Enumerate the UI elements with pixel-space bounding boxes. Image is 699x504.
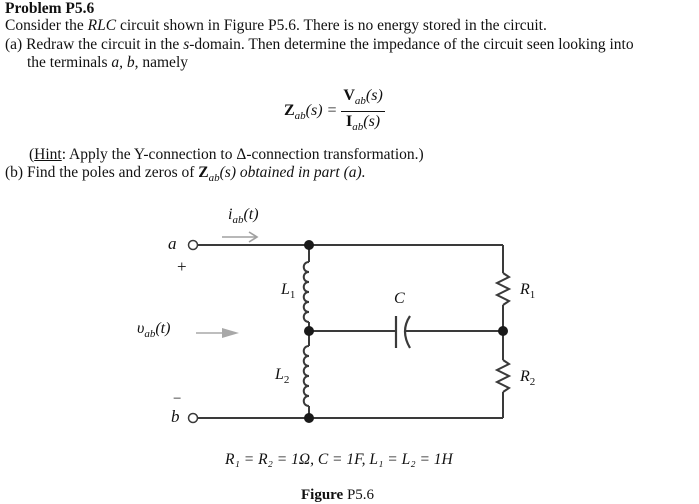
- problem-title: Problem P5.6: [5, 0, 95, 17]
- numerator: Vab(s): [341, 86, 385, 112]
- impedance-fraction: Vab(s) Iab(s): [341, 86, 385, 137]
- part-a-text-line2: the terminals a, b, namely: [27, 54, 188, 71]
- figure-caption: Figure P5.6: [301, 487, 375, 503]
- inductor-L2-coil: [302, 345, 310, 407]
- resistor-R1-zigzag: [494, 272, 512, 306]
- capacitor-plate-curved: [403, 315, 411, 349]
- node-top-left: [304, 240, 314, 250]
- terminal-b-label: b: [171, 407, 180, 426]
- problem-intro: Consider the RLC circuit shown in Figure…: [5, 17, 547, 34]
- R2-label: R2: [520, 368, 536, 388]
- L1-label: L1: [281, 281, 296, 301]
- part-a-text: (a) Redraw the circuit in the s-domain. …: [5, 36, 634, 53]
- voltage-arrow-icon: [196, 328, 239, 338]
- component-values: R₁ = R₂ = 1Ω, C = 1F, L₁ = L₂ = 1H: [225, 451, 453, 468]
- terminal-b-circle: [187, 412, 199, 424]
- current-arrow-icon: [222, 231, 259, 243]
- inductor-L1-coil: [302, 261, 310, 323]
- part-b-text: (b) Find the poles and zeros of Zab(s) o…: [5, 164, 366, 184]
- resistor-R2-zigzag: [494, 359, 512, 393]
- minus-sign: −: [173, 391, 182, 407]
- plus-sign: +: [177, 257, 187, 276]
- denominator: Iab(s): [346, 113, 381, 133]
- voltage-label: υab(t): [137, 320, 171, 340]
- R1-label: R1: [520, 281, 536, 301]
- terminal-a-label: a: [168, 234, 177, 253]
- hint-text: (Hint: Apply the Y-connection to Δ-conne…: [29, 146, 424, 163]
- C-label: C: [394, 290, 405, 307]
- node-bottom-left: [304, 413, 314, 423]
- current-label: iab(t): [228, 206, 259, 226]
- terminal-a-circle: [187, 239, 199, 251]
- node-mid-right: [498, 326, 508, 336]
- impedance-equation: Zab(s) = Vab(s) Iab(s): [284, 86, 385, 137]
- node-mid-left: [304, 326, 314, 336]
- L2-label: L2: [275, 366, 290, 386]
